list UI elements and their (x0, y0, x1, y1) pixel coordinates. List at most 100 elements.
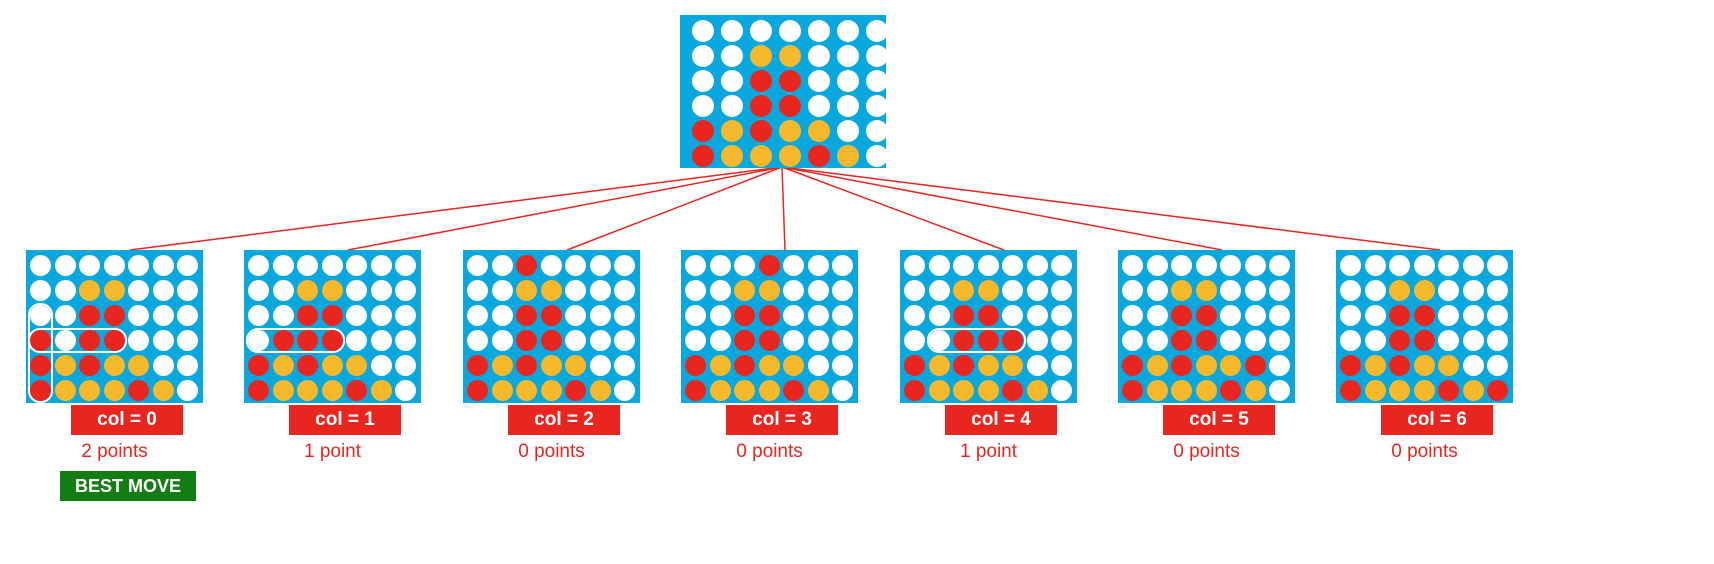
empty-slot (866, 20, 888, 42)
red-disc (1195, 330, 1217, 351)
column-label: col = 5 (1163, 405, 1275, 435)
empty-slot (709, 305, 731, 326)
red-disc (346, 380, 367, 401)
red-disc (1487, 380, 1508, 401)
red-disc (1389, 305, 1410, 326)
red-disc (321, 305, 343, 326)
empty-slot (152, 305, 174, 326)
yellow-disc (750, 145, 772, 167)
empty-slot (467, 305, 488, 326)
empty-slot (1269, 380, 1290, 401)
yellow-disc (516, 280, 537, 301)
empty-slot (1051, 380, 1072, 401)
empty-slot (808, 45, 830, 67)
yellow-disc (779, 120, 801, 142)
empty-slot (685, 280, 706, 301)
empty-slot (1051, 255, 1072, 276)
red-disc (540, 330, 562, 351)
child-board-col-3 (681, 250, 858, 403)
yellow-disc (321, 280, 343, 301)
edge-to-col-6 (781, 166, 1441, 251)
empty-slot (128, 305, 149, 326)
yellow-disc (272, 355, 294, 376)
empty-slot (866, 70, 888, 92)
yellow-disc (272, 380, 294, 401)
empty-slot (1122, 305, 1143, 326)
empty-slot (395, 355, 416, 376)
empty-slot (152, 255, 174, 276)
red-disc (953, 355, 974, 376)
empty-slot (395, 305, 416, 326)
red-disc (977, 305, 999, 326)
yellow-disc (152, 380, 174, 401)
red-disc (685, 380, 706, 401)
column-label: col = 6 (1381, 405, 1493, 435)
yellow-disc (321, 355, 343, 376)
empty-slot (491, 305, 513, 326)
empty-slot (1462, 255, 1484, 276)
empty-slot (589, 255, 611, 276)
empty-slot (54, 255, 76, 276)
red-disc (516, 355, 537, 376)
red-disc (128, 380, 149, 401)
yellow-disc (79, 280, 100, 301)
four-in-row-highlight (28, 328, 127, 353)
red-disc (1195, 305, 1217, 326)
empty-slot (750, 20, 772, 42)
edge-to-col-1 (347, 166, 783, 251)
red-disc (758, 330, 780, 351)
red-disc (758, 255, 780, 276)
red-disc (297, 305, 318, 326)
empty-slot (832, 280, 853, 301)
yellow-disc (1364, 380, 1386, 401)
yellow-disc (721, 145, 743, 167)
empty-slot (1026, 280, 1048, 301)
yellow-disc (321, 380, 343, 401)
empty-slot (79, 255, 100, 276)
empty-slot (837, 95, 859, 117)
empty-slot (54, 330, 76, 351)
empty-slot (540, 255, 562, 276)
child-board-col-4 (900, 250, 1077, 403)
empty-slot (1220, 255, 1241, 276)
empty-slot (1122, 255, 1143, 276)
empty-slot (1438, 280, 1459, 301)
yellow-disc (491, 355, 513, 376)
column-label: col = 2 (508, 405, 620, 435)
empty-slot (395, 330, 416, 351)
yellow-disc (516, 380, 537, 401)
yellow-disc (1244, 380, 1266, 401)
yellow-disc (589, 380, 611, 401)
red-disc (692, 120, 714, 142)
empty-slot (779, 20, 801, 42)
red-disc (734, 355, 755, 376)
empty-slot (721, 20, 743, 42)
red-disc (977, 330, 999, 351)
yellow-disc (1438, 355, 1459, 376)
red-disc (565, 380, 586, 401)
empty-slot (589, 305, 611, 326)
empty-slot (692, 20, 714, 42)
empty-slot (807, 305, 829, 326)
best-move-badge: BEST MOVE (60, 471, 196, 501)
red-disc (685, 355, 706, 376)
empty-slot (370, 280, 392, 301)
empty-slot (832, 330, 853, 351)
four-in-row-highlight (926, 328, 1026, 353)
empty-slot (1122, 330, 1143, 351)
empty-slot (1487, 255, 1508, 276)
empty-slot (1438, 330, 1459, 351)
empty-slot (1364, 280, 1386, 301)
yellow-disc (709, 355, 731, 376)
empty-slot (491, 255, 513, 276)
empty-slot (1269, 255, 1290, 276)
empty-slot (1364, 305, 1386, 326)
empty-slot (614, 305, 635, 326)
child-board-col-1 (244, 250, 421, 403)
red-disc (516, 305, 537, 326)
empty-slot (395, 280, 416, 301)
empty-slot (734, 255, 755, 276)
empty-slot (928, 305, 950, 326)
empty-slot (467, 280, 488, 301)
empty-slot (1269, 355, 1290, 376)
